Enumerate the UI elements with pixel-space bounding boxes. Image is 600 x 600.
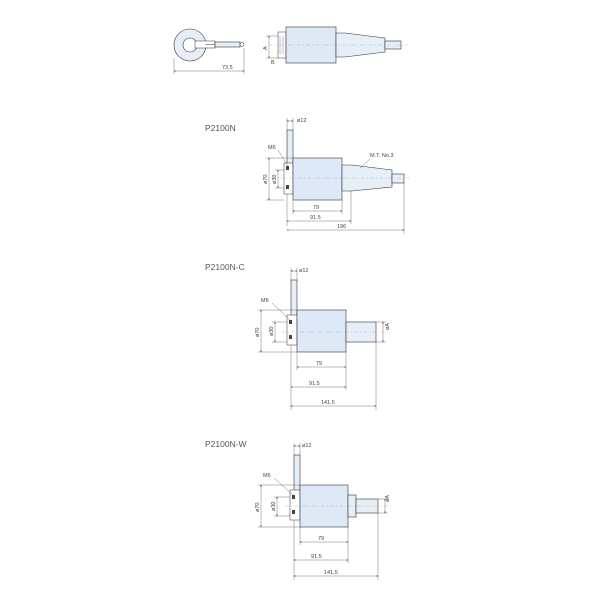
p2100nc-title: P2100N-C (205, 262, 245, 272)
top-view: 73.5 A B (173, 26, 408, 74)
p2100nw-plate (289, 489, 301, 521)
p2100nc-pin (290, 279, 298, 317)
end-view-pin-tip (239, 42, 245, 47)
p2100nw-pin (293, 454, 301, 492)
p2100nc-dim-141-5: 141.5 (321, 400, 335, 406)
end-view-pin (214, 41, 241, 48)
p2100n-taper-label: M.T. No.3 (370, 153, 394, 159)
p2100nc-plate (286, 314, 298, 346)
p2100n-title: P2100N (205, 123, 236, 133)
dim-b: B (271, 60, 275, 66)
p2100nc-thread: M6 (261, 298, 269, 304)
p2100nw-dim-79: 79 (318, 536, 324, 542)
p2100nw-hub-dia: ø30 (271, 502, 277, 511)
p2100nc-body-dia: ø70 (255, 328, 261, 337)
p2100nw-shank-dia: øA (385, 495, 391, 502)
side-view-body (285, 26, 337, 64)
p2100n-thread: M6 (268, 145, 276, 151)
dim-73-5: 73.5 (222, 65, 233, 71)
p2100nc-dim-91-5: 91.5 (309, 381, 320, 387)
p2100nw-dim-91-5: 91.5 (311, 554, 322, 560)
p2100nw-pin-dia: ø12 (302, 443, 311, 449)
p2100n-pin-dia: ø12 (297, 118, 306, 124)
p2100nc-hub-dia: ø30 (269, 327, 275, 336)
p2100nw-drawing: P2100N-W ø12 M6 ø70 ø30 øA 79 (205, 439, 392, 580)
p2100n-body-dia: ø70 (263, 175, 269, 184)
p2100nc-dim-79: 79 (316, 361, 322, 367)
p2100n-dim-196: 196 (337, 224, 346, 230)
p2100nw-title: P2100N-W (205, 439, 247, 449)
p2100nw-body-dia: ø70 (255, 503, 261, 512)
dim-a: A (263, 46, 269, 50)
p2100n-hub-dia: ø30 (272, 175, 278, 184)
p2100nw-dim-141-5: 141.5 (324, 570, 338, 576)
p2100n-drawing: P2100N ø12 M6 ø70 ø30 M.T. No.3 (205, 118, 410, 234)
p2100nc-shank-dia: øA (385, 323, 391, 330)
p2100n-body (292, 157, 343, 201)
p2100n-tang (391, 173, 405, 184)
p2100nc-body (296, 309, 347, 353)
p2100n-dim-91-5: 91.5 (310, 215, 321, 221)
p2100nc-drawing: P2100N-C ø12 M6 ø70 ø30 øA 79 91.5 (205, 262, 391, 410)
p2100nw-thread: M6 (263, 473, 271, 479)
p2100nc-pin-dia: ø12 (299, 268, 308, 274)
p2100n-dim-79: 79 (313, 205, 319, 211)
